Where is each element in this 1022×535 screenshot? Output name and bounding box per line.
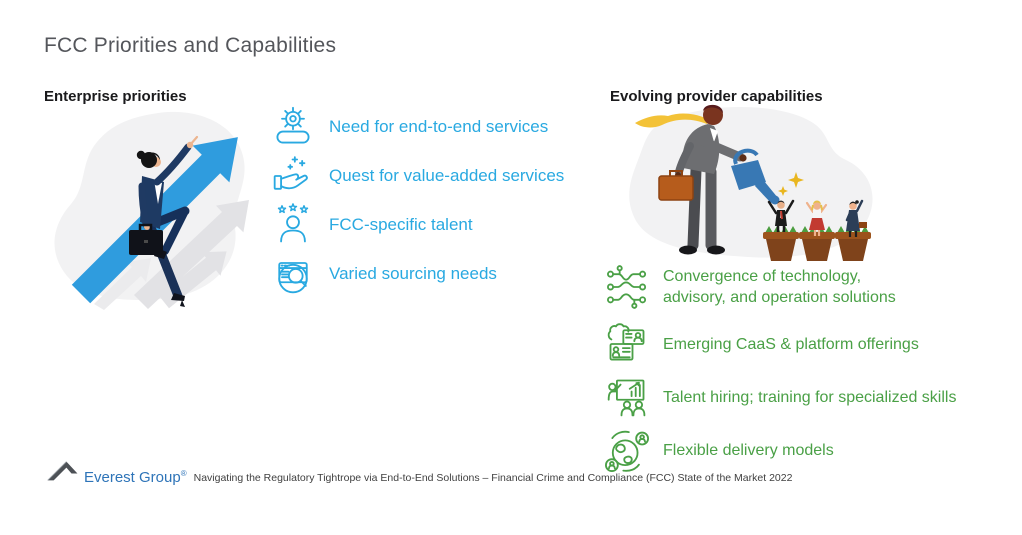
page-title: FCC Priorities and Capabilities	[44, 34, 337, 57]
capability-label: Emerging CaaS & platform offerings	[663, 335, 919, 353]
enterprise-priorities-list: Need for end-to-end services Quest for v…	[270, 102, 610, 298]
hand-plus-icon	[270, 153, 316, 199]
globe-people-icon	[604, 427, 650, 473]
capability-label: Convergence of technology, advisory, and…	[663, 268, 896, 306]
plant-pots	[763, 226, 871, 261]
watering-person	[635, 104, 780, 255]
cloud-platform-icon	[604, 321, 650, 367]
priority-label: Varied sourcing needs	[329, 263, 497, 283]
footer-caption: Navigating the Regulatory Tightrope via …	[193, 472, 793, 484]
capability-item: Talent hiring; training for specialized …	[604, 372, 1004, 422]
capability-label: Talent hiring; training for specialized …	[663, 388, 957, 406]
capability-item: Convergence of technology, advisory, and…	[604, 258, 1004, 316]
capability-item: Emerging CaaS & platform offerings	[604, 319, 1004, 369]
priority-label: FCC-specific talent	[329, 214, 473, 234]
watering-plants-illustration	[629, 104, 873, 261]
everest-group-logo: Everest Group®	[46, 456, 187, 486]
capability-label: Flexible delivery models	[663, 441, 834, 459]
priority-item: FCC-specific talent	[270, 200, 610, 249]
gear-wrench-icon	[270, 104, 316, 150]
registered-mark: ®	[180, 469, 187, 478]
presentation-training-icon	[604, 374, 650, 420]
growing-people	[767, 199, 867, 237]
priority-label: Need for end-to-end services	[329, 116, 549, 136]
provider-capabilities-list: Convergence of technology, advisory, and…	[604, 258, 1004, 478]
mountain-icon	[47, 461, 78, 481]
search-window-icon	[270, 251, 316, 297]
sparkles	[778, 172, 804, 196]
priority-item: Varied sourcing needs	[270, 249, 610, 298]
climbing-arrow-illustration	[54, 111, 249, 310]
enterprise-priorities-header: Enterprise priorities	[44, 88, 187, 105]
provider-capabilities-header: Evolving provider capabilities	[610, 88, 823, 105]
brand-name: Everest Group®	[84, 469, 187, 486]
priority-item: Need for end-to-end services	[270, 102, 610, 151]
footer: Everest Group® Navigating the Regulatory…	[46, 456, 792, 486]
priority-label: Quest for value-added services	[329, 165, 565, 185]
circuit-icon	[604, 264, 650, 310]
capability-item: Flexible delivery models	[604, 425, 1004, 475]
climbing-person	[129, 135, 199, 307]
priority-item: Quest for value-added services	[270, 151, 610, 200]
person-stars-icon	[270, 202, 316, 248]
